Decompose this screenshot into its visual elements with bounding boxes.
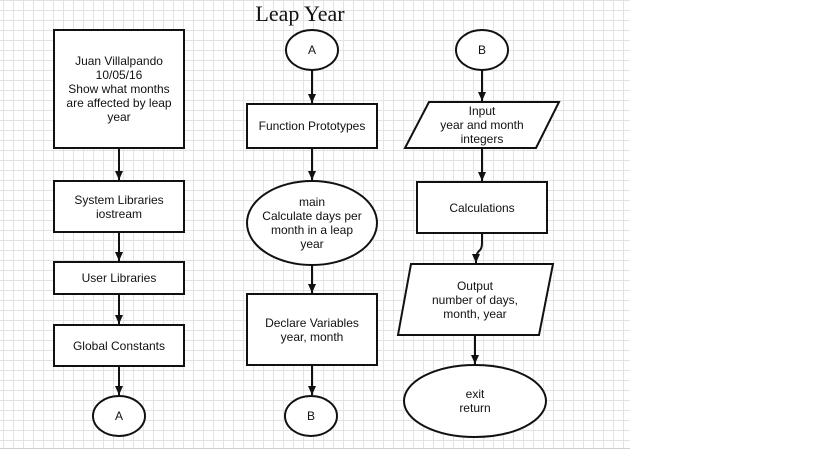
- main-label: main Calculate days per month in a leap …: [262, 195, 362, 251]
- user-libraries-label: User Libraries: [81, 271, 157, 285]
- diagram-canvas: Leap Year Juan Villalpando 10/05/16 Show…: [0, 0, 630, 449]
- connector-b-end: [284, 395, 338, 437]
- connector-b-end-label: B: [306, 409, 315, 423]
- node-exit: [403, 364, 547, 438]
- calculations-label: Calculations: [449, 200, 515, 215]
- function-prototypes-label: Function Prototypes: [258, 119, 366, 133]
- node-header-info: [53, 29, 185, 149]
- node-output: [396, 263, 555, 336]
- node-system-libraries: [53, 180, 185, 233]
- declare-variables-label: Declare Variables year, month: [265, 315, 359, 344]
- header-info-label: Juan Villalpando 10/05/16 Show what mont…: [66, 54, 172, 124]
- node-declare-variables: [246, 293, 378, 366]
- output-label: Output number of days, month, year: [431, 278, 519, 321]
- global-constants-label: Global Constants: [72, 338, 166, 353]
- node-global-constants: [53, 324, 185, 367]
- exit-label: exit return: [459, 387, 491, 415]
- flowchart-svg: [53, 29, 561, 438]
- connector-b-start-label: B: [477, 43, 486, 57]
- edge-calculations-to-output: [472, 233, 483, 263]
- system-libraries-label: System Libraries iostream: [74, 192, 164, 221]
- input-label: Input year and month integers: [440, 104, 524, 146]
- diagram-title: Leap Year: [255, 1, 345, 26]
- connector-a-end: [92, 395, 146, 437]
- connector-a-start-label: A: [307, 43, 316, 57]
- connector-a-end-label: A: [114, 409, 123, 423]
- node-calculations: [416, 181, 548, 234]
- node-function-prototypes: [246, 103, 378, 149]
- node-input: [403, 101, 561, 149]
